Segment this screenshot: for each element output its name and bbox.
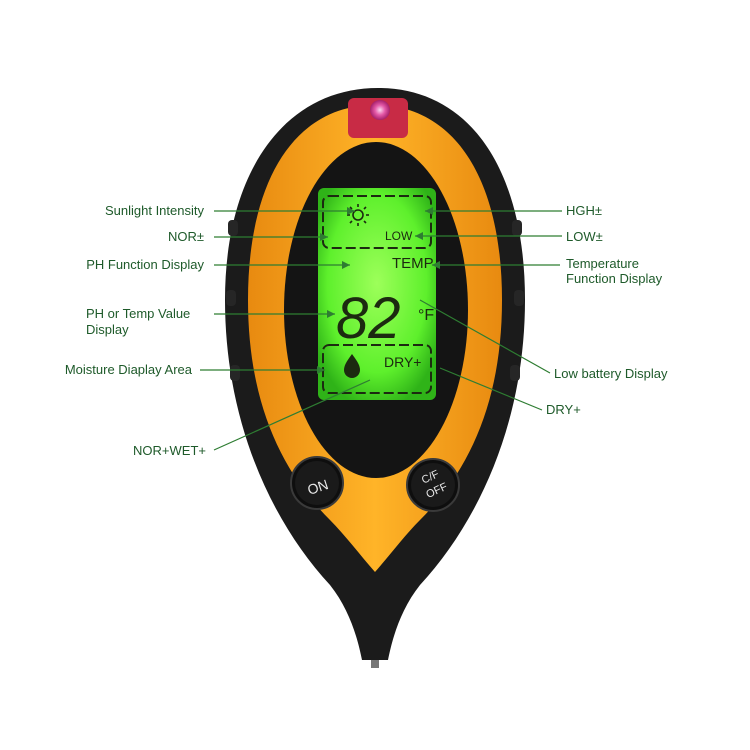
lcd-top-box [322,195,432,249]
lcd-dry-text: DRY+ [384,354,421,370]
on-button[interactable]: ON [290,456,344,510]
pink-led [370,100,390,120]
sun-icon [347,204,369,226]
lcd-value: 82 [336,286,401,351]
leader-arrows [317,207,440,374]
label-ph-temp-line1: PH or Temp Value [86,306,191,321]
water-drop-icon [344,354,360,378]
label-ph-temp-line2: Display [86,322,129,337]
label-temperature-line2: Function Display [566,271,663,286]
label-sunlight-intensity: Sunlight Intensity [104,203,204,218]
label-ph-function: PH Function Display [86,257,204,272]
lcd-low-text: LOW [385,229,413,243]
lcd-temp-text: TEMP [392,255,434,272]
leader-lines [200,210,562,451]
probe-tip [371,660,379,668]
lcd-unit: °F [418,307,434,324]
on-button-label: ON [305,476,330,498]
label-nor-wet: NOR+WET+ [133,443,206,458]
side-grips [226,220,524,381]
label-dry: DRY+ [546,402,581,417]
lcd-screen [318,188,436,400]
label-low-battery: Low battery Display [554,366,668,381]
label-hgh: HGH± [566,203,603,218]
cf-off-button[interactable]: C/F OFF [406,458,460,512]
label-moisture-area: Moisture Diaplay Area [64,362,192,377]
label-nor: NOR± [167,229,204,244]
label-low: LOW± [566,229,603,244]
label-temperature-line1: Temperature [566,256,639,271]
